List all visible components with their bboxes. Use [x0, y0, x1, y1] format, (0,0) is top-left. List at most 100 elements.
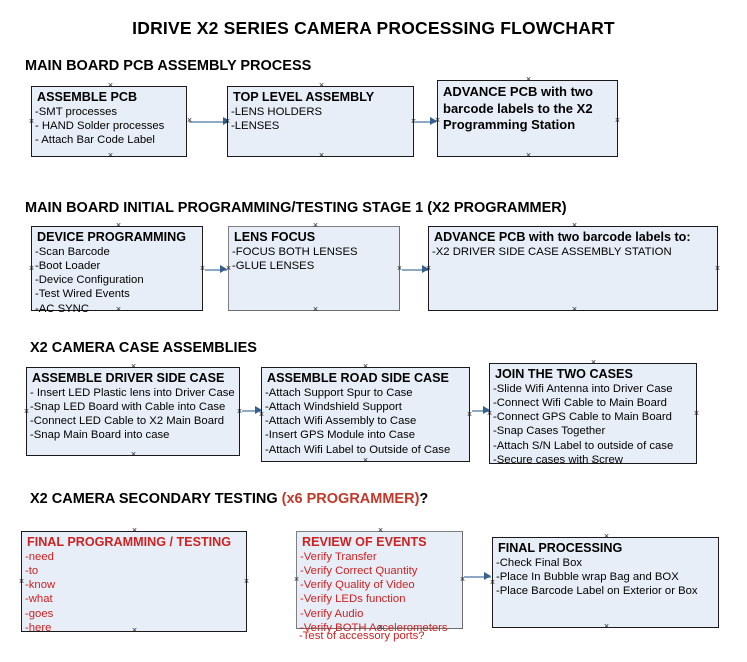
list-item: -Insert GPS Module into Case	[265, 429, 416, 442]
connector-pcb-to-top-level[interactable]	[189, 121, 227, 123]
resize-handle-left[interactable]	[293, 577, 300, 584]
resize-handle-top[interactable]	[131, 528, 138, 535]
list-item: -X2 DRIVER SIDE CASE ASSEMBLY STATION	[432, 245, 672, 258]
list-item: -Check Final Box	[496, 556, 583, 569]
resize-handle-right[interactable]	[614, 118, 621, 125]
resize-handle-bottom[interactable]	[362, 458, 369, 465]
resize-handle-right[interactable]	[693, 411, 700, 418]
box-advance-pcb-programming-station[interactable]: ADVANCE PCB with two barcode labels to t…	[437, 80, 618, 157]
resize-handle-bottom[interactable]	[571, 307, 578, 314]
list-item: -Test Wired Events	[35, 288, 130, 301]
box-final-programming-testing-title: FINAL PROGRAMMING / TESTING	[27, 535, 232, 549]
list-item: -Boot Loader	[35, 259, 101, 272]
box-top-level-assembly-title: TOP LEVEL ASSEMBLY	[233, 90, 375, 104]
list-item: -to	[25, 564, 39, 577]
resize-handle-bottom[interactable]	[115, 307, 122, 314]
section-header-case-assemblies: X2 CAMERA CASE ASSEMBLIES	[30, 340, 257, 356]
resize-handle-bottom[interactable]	[525, 153, 532, 160]
resize-handle-top[interactable]	[603, 534, 610, 541]
connector-handle[interactable]	[186, 118, 193, 125]
box-advance-pcb-driver-station-lines: -X2 DRIVER SIDE CASE ASSEMBLY STATION	[432, 245, 717, 259]
resize-handle-right[interactable]	[243, 579, 250, 586]
resize-handle-top[interactable]	[130, 364, 137, 371]
resize-handle-top[interactable]	[571, 223, 578, 230]
resize-handle-left[interactable]	[18, 579, 25, 586]
box-device-programming-title: DEVICE PROGRAMMING	[37, 230, 187, 244]
list-item: -need	[25, 550, 54, 563]
box-final-processing-title: FINAL PROCESSING	[498, 541, 623, 555]
resize-handle-left[interactable]	[258, 412, 265, 419]
box-assemble-driver-side-case[interactable]: ASSEMBLE DRIVER SIDE CASE - Insert LED P…	[26, 367, 240, 456]
box-final-programming-testing[interactable]: FINAL PROGRAMMING / TESTING -need -to -k…	[18, 528, 250, 635]
box-final-programming-testing-lines: -need -to -know -what -goes -here	[25, 550, 246, 636]
arrow-head-icon	[220, 265, 227, 273]
resize-handle-top[interactable]	[312, 223, 319, 230]
resize-handle-right[interactable]	[459, 577, 466, 584]
connector-road-to-join[interactable]	[472, 410, 490, 412]
list-item: - Insert LED Plastic lens into Driver Ca…	[30, 386, 235, 399]
resize-handle-top[interactable]	[590, 360, 597, 367]
resize-handle-left[interactable]	[425, 266, 432, 273]
box-lens-focus[interactable]: LENS FOCUS -FOCUS BOTH LENSES -GLUE LENS…	[228, 226, 400, 311]
list-item: -LENS HOLDERS	[231, 105, 323, 118]
box-join-two-cases[interactable]: JOIN THE TWO CASES -Slide Wifi Antenna i…	[486, 360, 700, 467]
connector-device-to-lens[interactable]	[205, 269, 227, 271]
box-final-processing[interactable]: FINAL PROCESSING -Check Final Box -Place…	[492, 537, 719, 628]
resize-handle-bottom[interactable]	[130, 452, 137, 459]
box-advance-pcb-driver-station-title: ADVANCE PCB with two barcode labels to:	[434, 230, 691, 244]
resize-handle-top[interactable]	[318, 83, 325, 90]
box-assemble-road-side-case[interactable]: ASSEMBLE ROAD SIDE CASE -Attach Support …	[261, 367, 470, 462]
list-item: -Attach Support Spur to Case	[265, 386, 413, 399]
resize-handle-left[interactable]	[486, 411, 493, 418]
resize-handle-bottom[interactable]	[312, 307, 319, 314]
box-advance-pcb-driver-station[interactable]: ADVANCE PCB with two barcode labels to: …	[428, 226, 718, 311]
box-review-of-events[interactable]: REVIEW OF EVENTS -Verify Transfer -Verif…	[293, 528, 466, 634]
box-join-two-cases-title: JOIN THE TWO CASES	[495, 367, 633, 381]
resize-handle-right[interactable]	[714, 266, 721, 273]
list-item: -Verify LEDs function	[300, 593, 406, 606]
list-item: -SMT processes	[35, 105, 118, 118]
list-item: -Attach Windshield Support	[265, 400, 402, 413]
resize-handle-top[interactable]	[377, 528, 384, 535]
resize-handle-left[interactable]	[28, 266, 35, 273]
resize-handle-top[interactable]	[525, 77, 532, 84]
resize-handle-left[interactable]	[28, 119, 35, 126]
resize-handle-bottom[interactable]	[590, 460, 597, 467]
resize-handle-left[interactable]	[434, 118, 441, 125]
resize-handle-left[interactable]	[225, 266, 232, 273]
section-header-secondary-testing-tail: ?	[419, 491, 429, 507]
box-review-of-events-title: REVIEW OF EVENTS	[302, 535, 427, 549]
resize-handle-bottom[interactable]	[131, 628, 138, 635]
list-item: -Attach Wifi Label to Outside of Case	[265, 443, 451, 456]
connector-review-to-final[interactable]	[464, 576, 491, 578]
box-top-level-assembly[interactable]: TOP LEVEL ASSEMBLY -LENS HOLDERS -LENSES	[227, 86, 414, 157]
connector-lens-to-advance[interactable]	[402, 269, 429, 271]
resize-handle-bottom[interactable]	[603, 624, 610, 631]
resize-handle-top[interactable]	[362, 364, 369, 371]
box-device-programming[interactable]: DEVICE PROGRAMMING -Scan Barcode -Boot L…	[28, 223, 203, 315]
resize-handle-left[interactable]	[23, 409, 30, 416]
box-assemble-pcb[interactable]: ASSEMBLE PCB -SMT processes - HAND Solde…	[31, 86, 187, 157]
list-item: -Verify Audio	[300, 607, 364, 620]
list-item: - Attach Bar Code Label	[35, 134, 155, 147]
resize-handle-left[interactable]	[224, 119, 231, 126]
box-review-of-events-overflow-line: -Test of accessory ports?	[299, 630, 425, 642]
list-item: -Connect LED Cable to X2 Main Board	[30, 415, 225, 428]
box-top-level-assembly-lines: -LENS HOLDERS -LENSES	[231, 105, 413, 134]
resize-handle-right[interactable]	[466, 412, 473, 419]
box-lens-focus-lines: -FOCUS BOTH LENSES -GLUE LENSES	[232, 245, 399, 274]
resize-handle-top[interactable]	[107, 83, 114, 90]
list-item: -GLUE LENSES	[232, 259, 315, 272]
connector-driver-to-road[interactable]	[242, 410, 262, 412]
resize-handle-bottom[interactable]	[318, 153, 325, 160]
resize-handle-top[interactable]	[115, 223, 122, 230]
resize-handle-left[interactable]	[489, 580, 496, 587]
list-item: -Connect Wifi Cable to Main Board	[493, 396, 667, 409]
list-item: -goes	[25, 607, 54, 620]
section-header-secondary-testing-accent: (x6 PROGRAMMER)	[281, 491, 420, 507]
box-assemble-road-side-case-lines: -Attach Support Spur to Case -Attach Win…	[265, 386, 469, 457]
resize-handle-bottom[interactable]	[107, 153, 114, 160]
connector-top-level-to-advance[interactable]	[414, 121, 436, 123]
list-item: -Device Configuration	[35, 274, 144, 287]
